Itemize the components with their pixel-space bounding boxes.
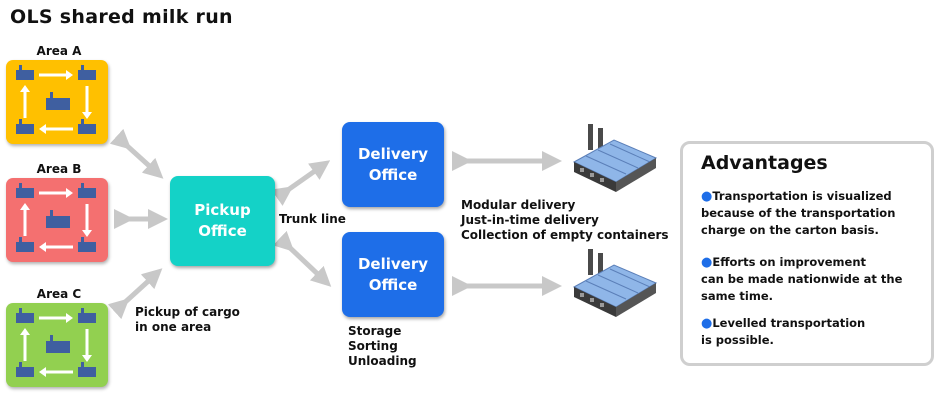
delivery-note: Collection of empty containers <box>461 228 669 242</box>
delivery-office-top: Delivery Office <box>342 122 444 207</box>
office-note: Storage <box>348 324 402 338</box>
area-b-label: Area B <box>36 162 82 176</box>
pickup-office-line1: Pickup <box>194 201 251 219</box>
advantage-line: Levelled transportation <box>712 316 866 330</box>
factory-icon <box>572 124 658 192</box>
diagram-title: OLS shared milk run <box>10 6 233 28</box>
advantage-line: same time. <box>701 289 773 303</box>
advantage-line: Transportation is visualized <box>712 189 892 203</box>
factory-icon <box>572 249 658 317</box>
trunk-line-label: Trunk line <box>279 212 346 226</box>
bullet-dot-icon: ● <box>701 255 713 270</box>
area-c-box <box>6 303 108 387</box>
delivery-note: Just-in-time delivery <box>461 213 599 227</box>
advantage-line: is possible. <box>701 333 774 347</box>
delivery-office-top-line2: Office <box>368 165 418 184</box>
advantage-line: Efforts on improvement <box>712 255 867 269</box>
advantage-item: ●Transportation is visualized because of… <box>701 188 929 239</box>
delivery-office-bottom-line2: Office <box>368 275 418 294</box>
arrow-pickup-delivery-top <box>271 160 331 206</box>
area-b-box <box>6 178 108 262</box>
bullet-dot-icon: ● <box>701 189 713 204</box>
delivery-office-top-line1: Delivery <box>357 144 429 163</box>
delivery-note: Modular delivery <box>461 198 576 212</box>
advantage-item: ●Levelled transportation is possible. <box>701 315 929 349</box>
office-note: Unloading <box>348 354 417 368</box>
area-b-factories-icon <box>16 183 96 252</box>
area-a-factories-icon <box>16 65 96 134</box>
arrow-area-c-pickup <box>107 268 163 320</box>
area-a-box <box>6 60 108 144</box>
area-a-label: Area A <box>36 44 82 58</box>
arrow-pickup-delivery-bottom <box>272 230 332 287</box>
area-c-factories-icon <box>16 308 96 377</box>
delivery-notes: Modular delivery Just-in-time delivery C… <box>461 198 669 243</box>
pickup-note: Pickup of cargo in one area <box>135 305 240 335</box>
office-note: Sorting <box>348 339 398 353</box>
advantages-title: Advantages <box>701 152 828 174</box>
arrow-area-a-pickup <box>109 128 164 179</box>
bullet-dot-icon: ● <box>701 316 713 331</box>
pickup-note-line1: Pickup of cargo <box>135 305 240 319</box>
pickup-office-line2: Office <box>198 222 247 240</box>
delivery-office-bottom: Delivery Office <box>342 232 444 317</box>
pickup-note-line2: in one area <box>135 320 212 334</box>
area-c-label: Area C <box>36 287 82 301</box>
advantage-item: ●Efforts on improvement can be made nati… <box>701 254 929 305</box>
advantage-line: because of the transportation <box>701 206 896 220</box>
advantages-panel: Advantages ●Transportation is visualized… <box>680 141 934 366</box>
advantage-line: can be made nationwide at the <box>701 272 903 286</box>
delivery-office-bottom-line1: Delivery <box>357 254 429 273</box>
pickup-office-box: Pickup Office <box>170 176 275 266</box>
advantage-line: charge on the carton basis. <box>701 223 879 237</box>
office-notes: Storage Sorting Unloading <box>348 324 417 369</box>
